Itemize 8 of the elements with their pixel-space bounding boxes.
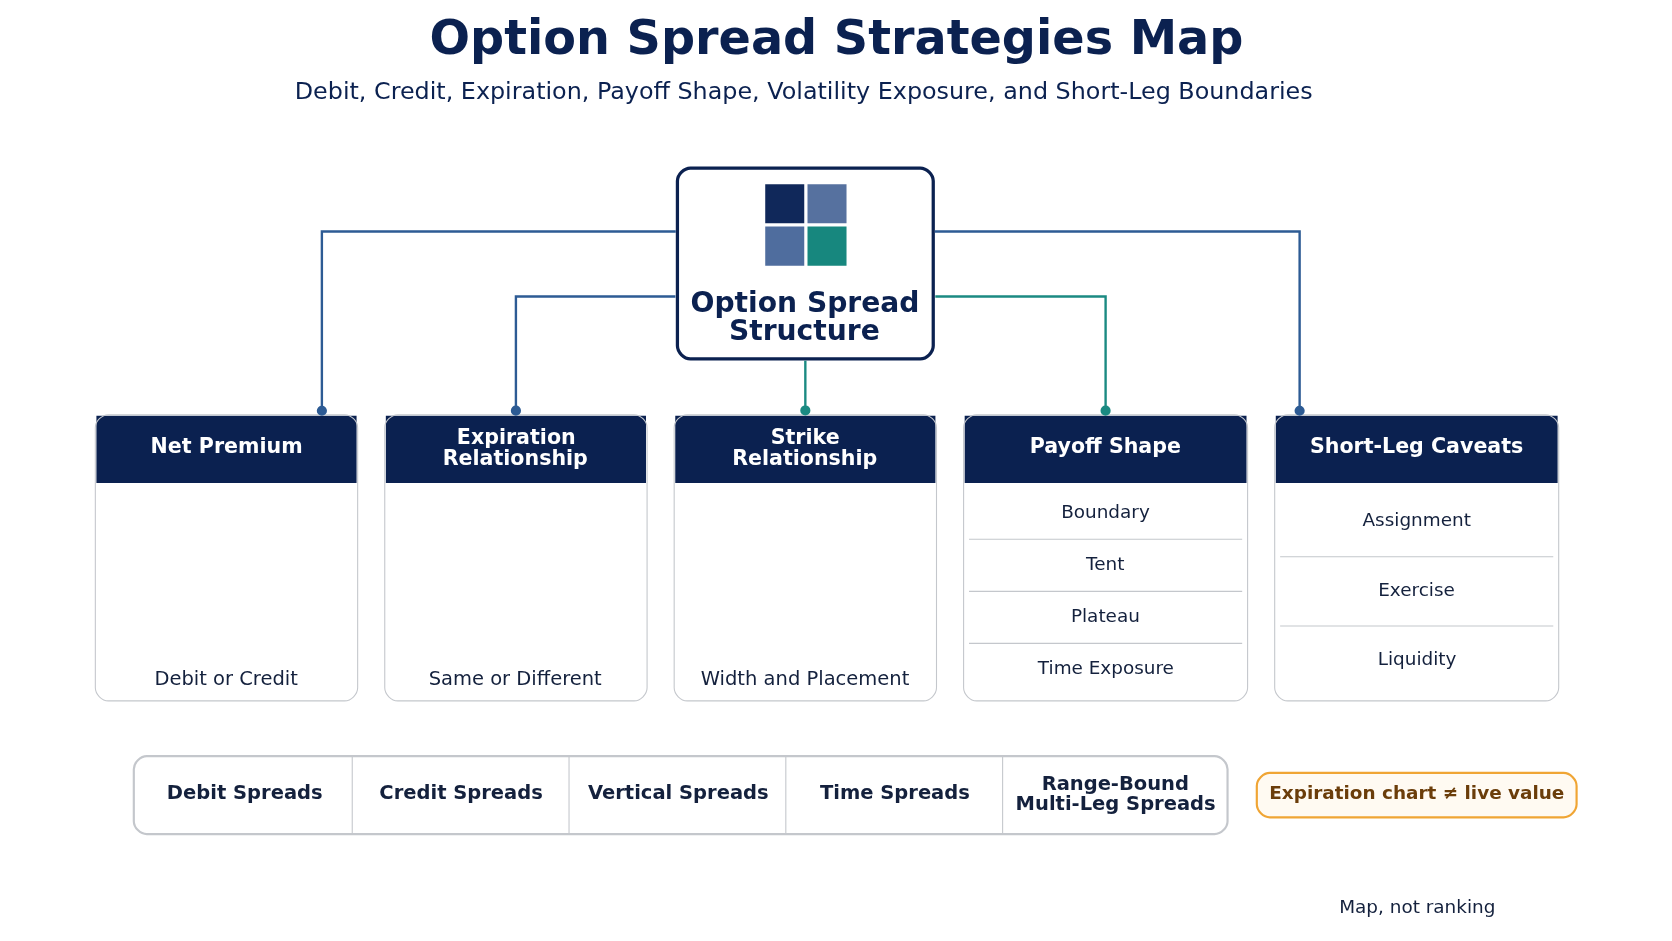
connector (934, 295, 1111, 416)
label: Debit, Credit, Expiration, Payoff Shape, Volatility Exposure, and Short-Leg Boundaries (294, 76, 1313, 105)
connector (934, 230, 1305, 416)
connector (510, 295, 675, 416)
label: Map, not ranking (1338, 896, 1495, 918)
connector (799, 360, 810, 416)
connector (316, 230, 676, 416)
diagram-title: Option Spread Strategies Map (428, 9, 1243, 65)
